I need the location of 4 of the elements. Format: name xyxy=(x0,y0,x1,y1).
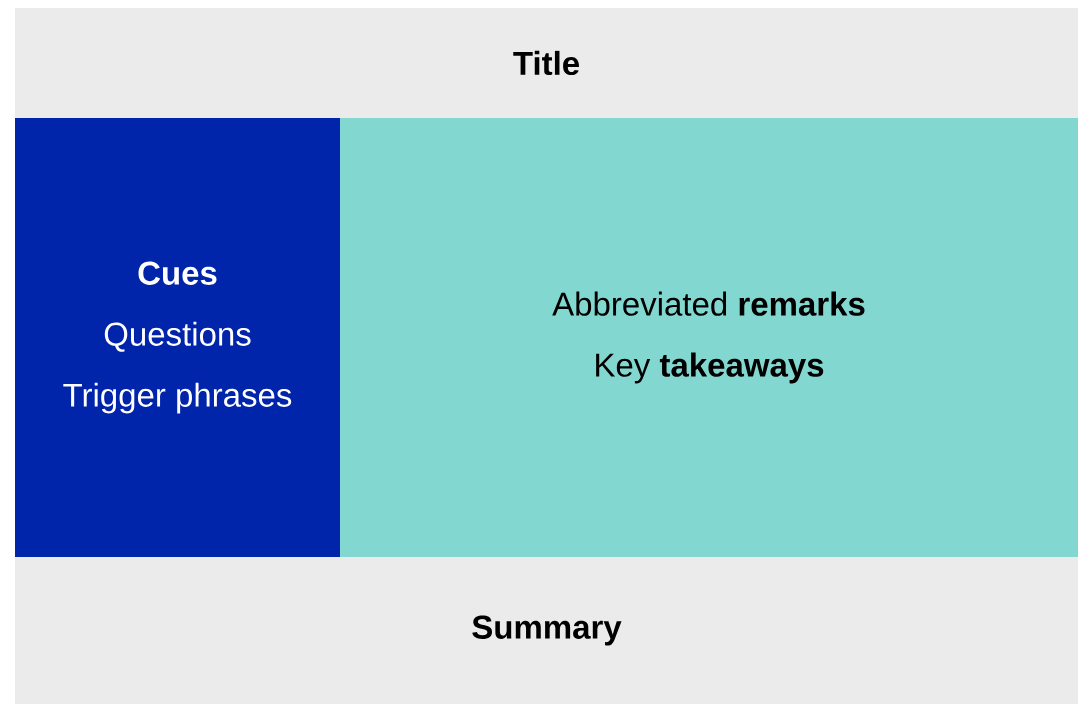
cue-column: Cues Questions Trigger phrases xyxy=(15,118,340,557)
title-band: Title xyxy=(15,8,1078,118)
notes-area: Abbreviated remarks Key takeaways xyxy=(340,118,1078,557)
summary-band: Summary xyxy=(15,557,1078,704)
